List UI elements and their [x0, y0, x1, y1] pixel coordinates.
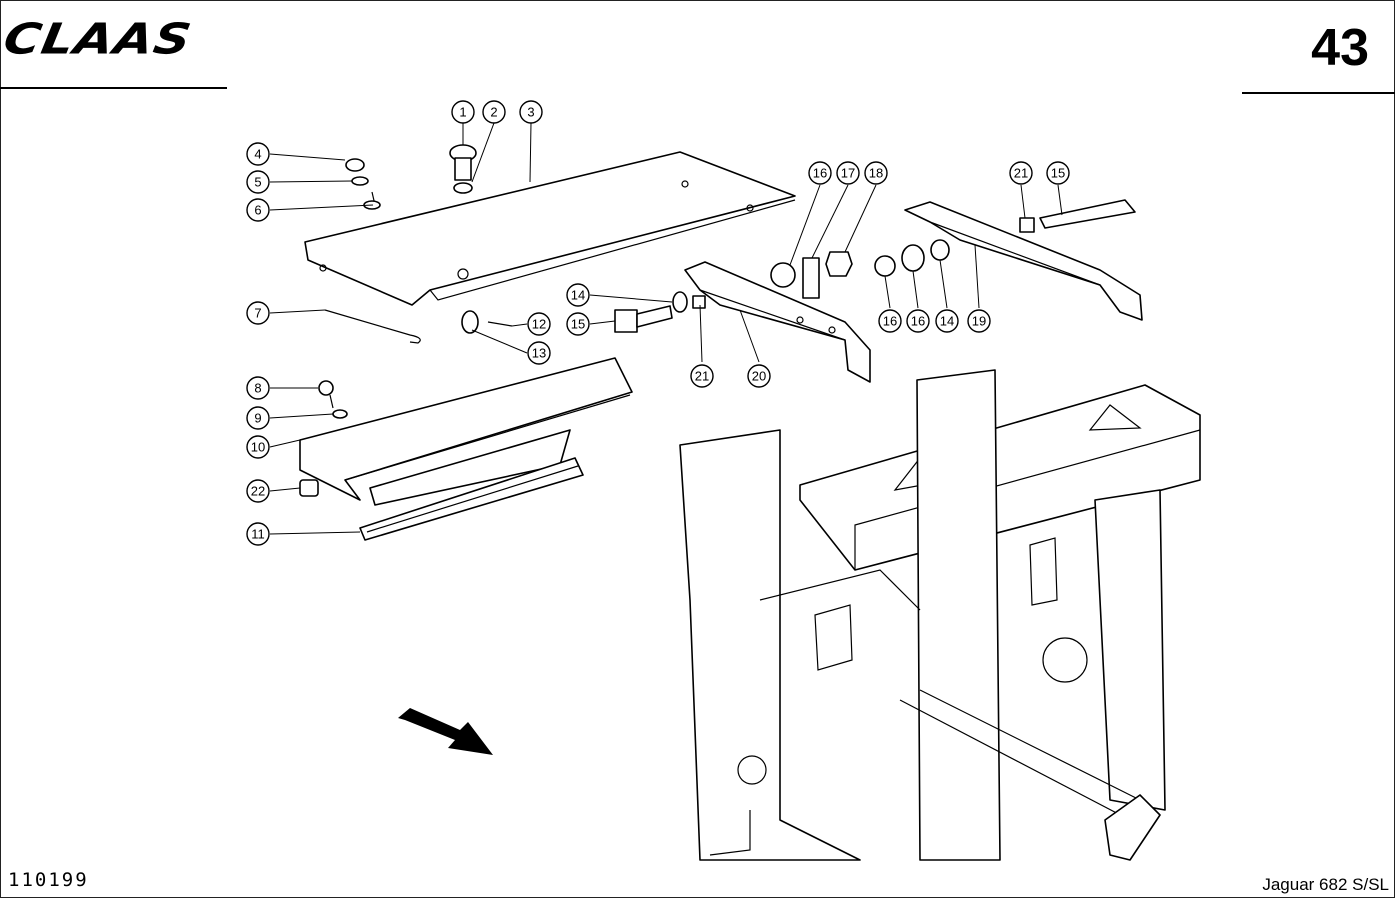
callout-6: 6 [246, 198, 270, 222]
callout-8: 8 [246, 376, 270, 400]
svg-text:5: 5 [254, 175, 261, 190]
callout-10: 10 [246, 435, 270, 459]
svg-text:17: 17 [841, 166, 855, 181]
callout-19: 19 [967, 309, 991, 333]
svg-text:19: 19 [972, 314, 986, 329]
guide-channel [299, 357, 633, 506]
callout-22: 22 [246, 479, 270, 503]
callout-3: 3 [519, 100, 543, 124]
page-number: 43 [1311, 19, 1369, 77]
callout-20: 20 [747, 364, 771, 388]
svg-text:18: 18 [869, 166, 883, 181]
callout-14-right: 14 [935, 309, 959, 333]
bracket-left [614, 251, 871, 383]
leader-lines [269, 122, 1063, 535]
callout-5: 5 [246, 170, 270, 194]
svg-text:16: 16 [911, 314, 925, 329]
svg-text:15: 15 [571, 317, 585, 332]
svg-text:16: 16 [813, 166, 827, 181]
callout-15-left: 15 [566, 312, 590, 336]
svg-text:6: 6 [254, 203, 261, 218]
svg-text:12: 12 [532, 317, 546, 332]
svg-text:7: 7 [254, 306, 261, 321]
document-number: 110199 [8, 869, 89, 891]
callout-21-right: 21 [1009, 161, 1033, 185]
svg-text:2: 2 [490, 105, 497, 120]
svg-text:22: 22 [251, 484, 265, 499]
svg-text:21: 21 [695, 369, 709, 384]
svg-text:4: 4 [254, 147, 261, 162]
rod [324, 309, 421, 344]
svg-text:11: 11 [251, 527, 265, 542]
svg-text:16: 16 [883, 314, 897, 329]
callout-2: 2 [482, 100, 506, 124]
callout-16-b: 16 [906, 309, 930, 333]
callout-17: 17 [836, 161, 860, 185]
cover-plate [304, 151, 796, 306]
svg-text:1: 1 [459, 105, 466, 120]
callout-21-left: 21 [690, 364, 714, 388]
svg-text:20: 20 [752, 369, 766, 384]
screw-washer-front [461, 310, 513, 334]
machine-frame [679, 369, 1201, 861]
callout-15-right: 15 [1046, 161, 1070, 185]
callout-13: 13 [527, 341, 551, 365]
svg-text:3: 3 [527, 105, 534, 120]
callout-16-top: 16 [808, 161, 832, 185]
bracket-right [874, 199, 1143, 321]
callout-4: 4 [246, 142, 270, 166]
callout-11: 11 [246, 522, 270, 546]
direction-arrow [398, 708, 493, 755]
callout-1: 1 [451, 100, 475, 124]
callout-16-a: 16 [878, 309, 902, 333]
svg-text:14: 14 [940, 314, 954, 329]
svg-text:9: 9 [254, 411, 261, 426]
callout-7: 7 [246, 301, 270, 325]
svg-text:10: 10 [251, 440, 265, 455]
svg-text:21: 21 [1014, 166, 1028, 181]
bolt-washer-group [345, 144, 477, 210]
callout-12: 12 [527, 312, 551, 336]
rubber-strip [359, 457, 584, 541]
callout-9: 9 [246, 406, 270, 430]
svg-text:13: 13 [532, 346, 546, 361]
page-number-underline [1242, 92, 1395, 94]
svg-text:14: 14 [571, 288, 585, 303]
svg-text:8: 8 [254, 381, 261, 396]
brand-underline [0, 87, 227, 89]
model-name: Jaguar 682 S/SL [1262, 875, 1389, 894]
svg-text:15: 15 [1051, 166, 1065, 181]
callout-14-left: 14 [566, 283, 590, 307]
callout-18: 18 [864, 161, 888, 185]
